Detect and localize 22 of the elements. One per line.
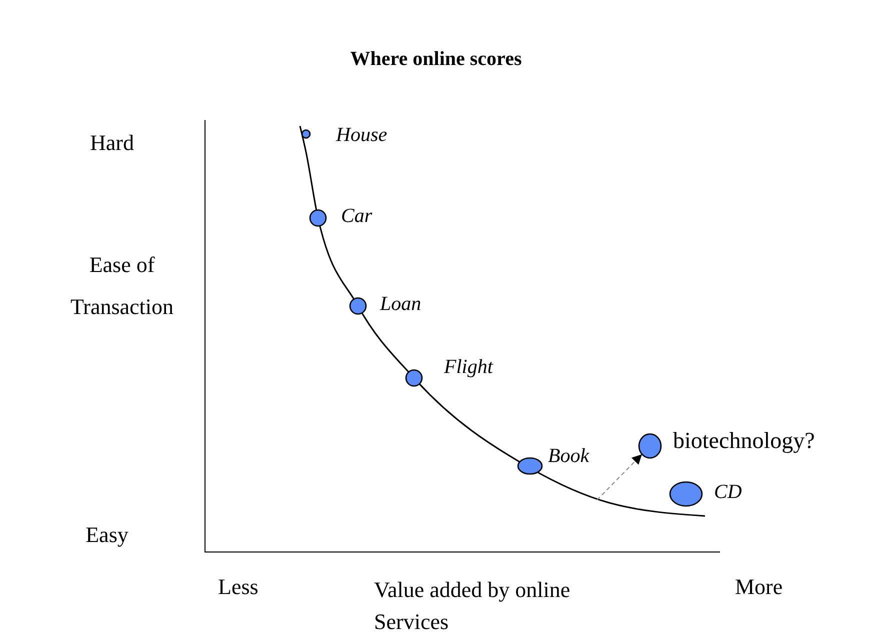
point-label: CD: [714, 481, 742, 504]
axis-end-label: Hard: [89, 130, 135, 156]
data-point-marker: [638, 433, 662, 459]
point-label: House: [336, 124, 388, 147]
point-label: biotechnology?: [673, 428, 815, 454]
axis-end-label: Less: [218, 574, 260, 600]
data-point-marker: [309, 209, 327, 227]
data-point-marker: [405, 369, 423, 387]
axis-end-label: Easy: [84, 522, 130, 548]
data-point-marker: [517, 457, 543, 475]
chart-title: Where online scores: [349, 48, 523, 71]
point-label: Car: [341, 205, 372, 228]
data-point-marker: [301, 129, 311, 139]
point-label: Book: [548, 445, 590, 468]
point-label: Flight: [444, 356, 493, 379]
point-label: Loan: [380, 293, 422, 316]
axis-title: Ease of Transaction: [69, 251, 175, 321]
axis-title: Value added by online Services: [374, 576, 572, 636]
axis-end-label: More: [735, 574, 784, 600]
data-point-marker: [669, 481, 703, 507]
arrow: [596, 454, 642, 500]
data-point-marker: [349, 297, 367, 315]
